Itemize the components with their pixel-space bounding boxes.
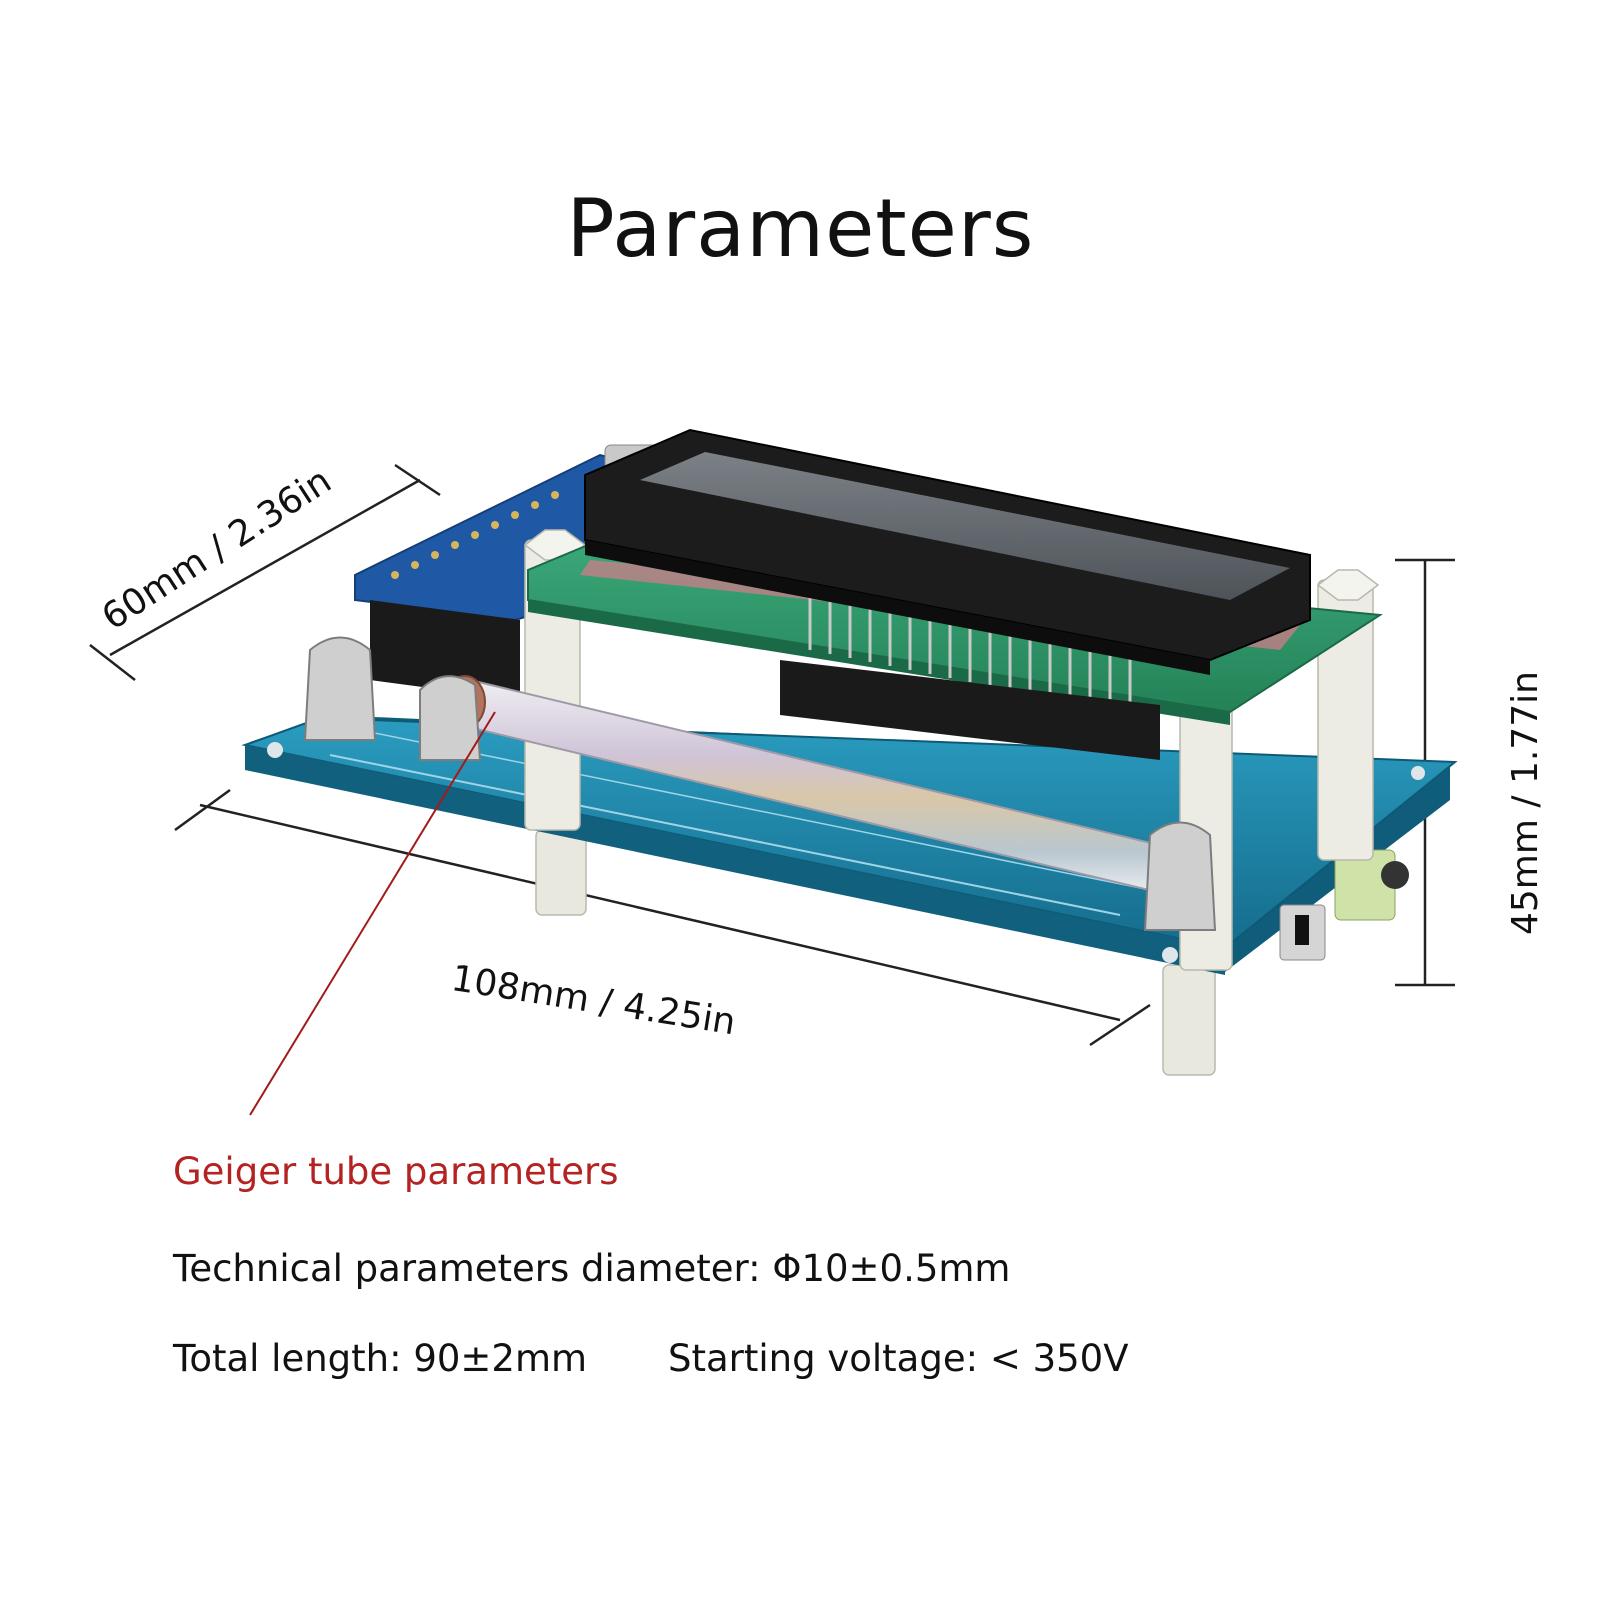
tube-leader-line: [249, 711, 496, 1116]
lcd-module: [584, 428, 1311, 675]
geiger-tube: [303, 636, 1217, 931]
page-title: Parameters: [566, 182, 1035, 275]
width-dimension-line: [89, 463, 441, 681]
lower-standoffs: [535, 829, 1216, 1076]
total-length-spec: Total length: 90±2mm: [173, 1337, 588, 1380]
length-dimension-line: [174, 788, 1151, 1047]
geiger-tube-heading: Geiger tube parameters: [173, 1150, 619, 1193]
height-dimension-label: 45mm / 1.77in: [1505, 671, 1546, 935]
diameter-spec: Technical parameters diameter: Φ10±0.5mm: [173, 1247, 1011, 1290]
starting-voltage-spec: Starting voltage: < 350V: [668, 1337, 1129, 1380]
